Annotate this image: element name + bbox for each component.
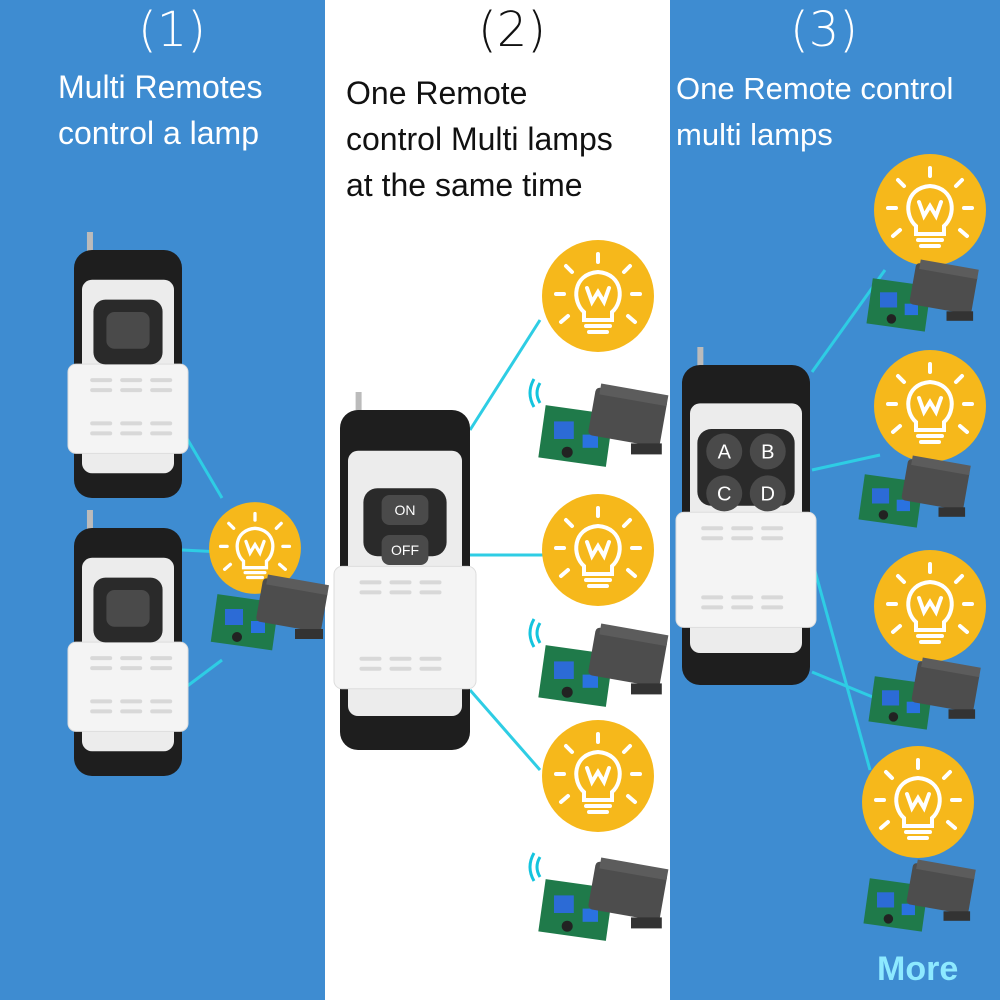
remote-onoff: ON OFF xyxy=(333,392,477,750)
link-line xyxy=(468,689,542,771)
caption-line: One Remote xyxy=(346,75,528,111)
link-line xyxy=(811,453,881,472)
caption-line: control Multi lamps xyxy=(346,121,613,157)
caption-line: Multi Remotes xyxy=(58,69,263,105)
caption-line: at the same time xyxy=(346,167,583,203)
panel-multi-remotes xyxy=(0,0,325,1000)
remote-button xyxy=(706,433,743,470)
bulb-icon xyxy=(872,152,988,268)
signal-wave-icon xyxy=(528,617,542,649)
antenna-icon xyxy=(86,232,93,254)
link-line xyxy=(468,319,542,431)
link-line xyxy=(181,658,223,692)
caption-line: control a lamp xyxy=(58,115,259,151)
remote-button-label: OFF xyxy=(391,542,419,558)
antenna-icon xyxy=(697,347,704,369)
remote-single xyxy=(67,510,189,776)
relay-module-icon xyxy=(858,455,971,528)
relay-module-icon xyxy=(538,857,669,941)
signal-wave-icon xyxy=(528,851,542,883)
bulb-icon xyxy=(860,744,976,860)
remote-button xyxy=(106,312,150,349)
caption-line: multi lamps xyxy=(676,117,833,152)
remote-abcd: A B C D xyxy=(675,347,817,685)
bulb-icon xyxy=(540,718,656,834)
relay-module-icon xyxy=(868,657,981,730)
remote-button-label: B xyxy=(761,441,774,463)
signal-wave-icon xyxy=(528,377,542,409)
remote-button-label: C xyxy=(717,483,731,505)
remote-button xyxy=(749,475,786,512)
antenna-icon xyxy=(355,392,362,414)
relay-module-icon xyxy=(210,574,329,651)
remote-strap xyxy=(67,641,189,732)
bulb-icon xyxy=(872,548,988,664)
relay-module-icon xyxy=(863,859,976,932)
panel3-caption: One Remote control multi lamps xyxy=(676,66,953,158)
remote-button xyxy=(381,495,429,525)
remote-button xyxy=(381,535,429,565)
bulb-icon xyxy=(540,238,656,354)
more-label: More xyxy=(877,950,959,988)
remote-single xyxy=(67,232,189,498)
panel2-caption: One Remote control Multi lamps at the sa… xyxy=(346,70,613,208)
remote-button xyxy=(749,433,786,470)
bulb-icon xyxy=(540,492,656,608)
remote-button-label: A xyxy=(718,441,732,463)
relay-module-icon xyxy=(538,383,669,467)
link-line xyxy=(180,429,224,499)
remote-button xyxy=(106,590,150,627)
remote-button-label: D xyxy=(761,483,775,505)
remote-button-label: ON xyxy=(395,502,416,518)
link-line xyxy=(810,559,872,771)
panel3-number: (3) xyxy=(790,2,858,58)
remote-strap xyxy=(67,363,189,454)
relay-module-icon xyxy=(538,623,669,707)
panel2-number: (2) xyxy=(478,2,546,58)
antenna-icon xyxy=(86,510,93,532)
panel1-caption: Multi Remotes control a lamp xyxy=(58,64,263,156)
caption-line: One Remote control xyxy=(676,71,954,106)
panel1-number: (1) xyxy=(138,2,206,58)
remote-button xyxy=(706,475,743,512)
bulb-icon xyxy=(872,348,988,464)
